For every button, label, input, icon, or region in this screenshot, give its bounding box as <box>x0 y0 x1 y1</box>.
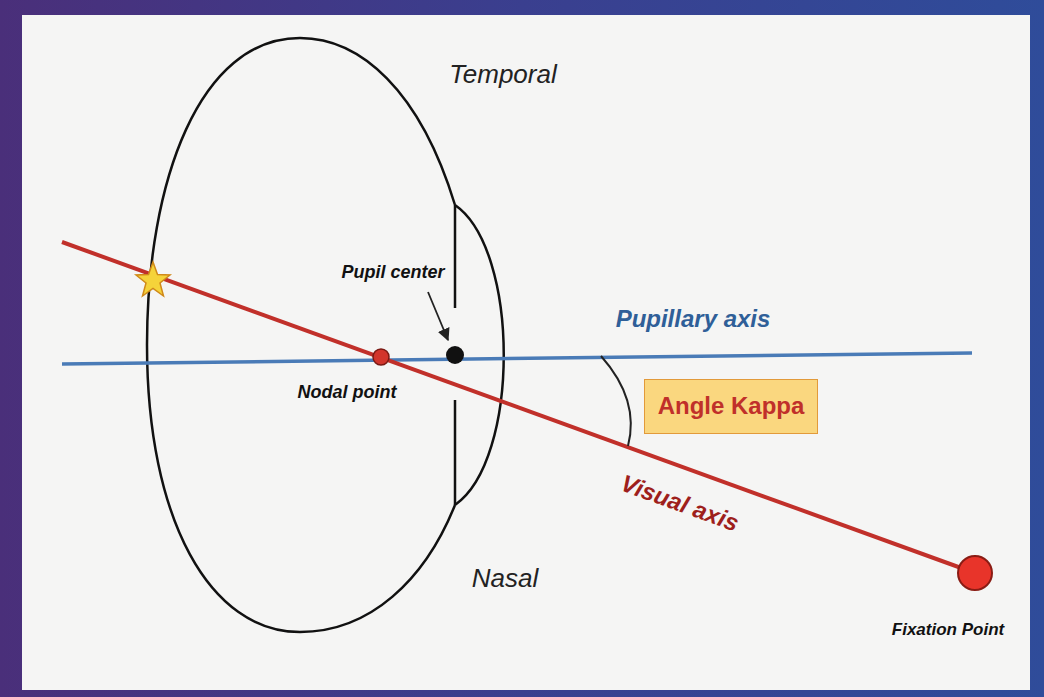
panel <box>22 15 1030 690</box>
nodal-point-dot <box>373 349 389 365</box>
pupillary-axis-line <box>62 353 972 364</box>
part-label: Fixation Point <box>892 620 1004 640</box>
pupil-center-dot <box>446 346 464 364</box>
iris-lower <box>454 400 457 505</box>
visual-axis-line <box>62 242 975 573</box>
iris-upper <box>454 205 457 308</box>
axis-label: Visual axis <box>617 469 742 537</box>
part-label: Nodal point <box>298 382 397 403</box>
fovea-star <box>136 262 170 296</box>
pupil-leader <box>428 292 448 340</box>
axis-label: Pupillary axis <box>616 305 771 333</box>
region-label: Temporal <box>449 60 556 90</box>
eyeball-outline <box>147 38 455 632</box>
box-text: Angle Kappa <box>658 392 805 420</box>
region-label: Nasal <box>472 564 538 594</box>
angle-label-box: Angle Kappa <box>644 379 818 434</box>
angle-arc <box>601 356 631 446</box>
part-label: Pupil center <box>341 262 444 283</box>
fixation-point-dot <box>958 556 992 590</box>
